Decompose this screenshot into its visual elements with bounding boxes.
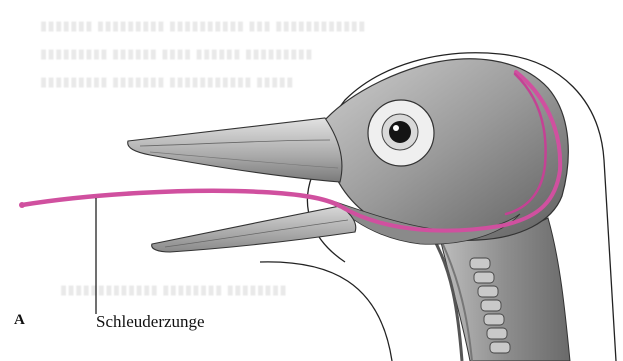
tongue-callout-label: Schleuderzunge <box>96 312 205 332</box>
tongue-tip <box>19 202 25 208</box>
throat-outline <box>260 262 392 361</box>
eye-pupil <box>389 121 411 143</box>
figure-panel-letter: A <box>14 312 25 329</box>
tongue <box>22 191 340 206</box>
upper-beak <box>128 118 342 182</box>
eye-highlight <box>393 125 399 131</box>
